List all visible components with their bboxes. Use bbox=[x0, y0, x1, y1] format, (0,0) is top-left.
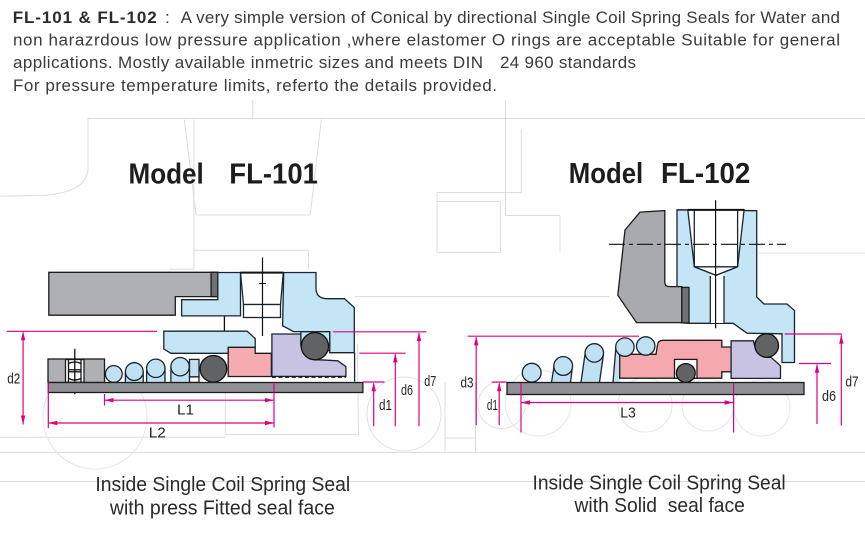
svg-text:d7: d7 bbox=[846, 374, 859, 391]
svg-text:d1: d1 bbox=[379, 397, 392, 414]
svg-text:Inside Single Coil Spring Seal: Inside Single Coil Spring Seal bbox=[533, 473, 786, 495]
svg-text:Model: Model bbox=[129, 159, 204, 191]
svg-text:Model: Model bbox=[569, 158, 643, 190]
svg-text:Inside Single Coil Spring Seal: Inside Single Coil Spring Seal bbox=[95, 474, 350, 496]
svg-text:d6: d6 bbox=[401, 382, 413, 399]
svg-text:FL-102: FL-102 bbox=[661, 158, 750, 190]
svg-text:applications. Mostly available: applications. Mostly available inmetric … bbox=[13, 53, 483, 72]
svg-text:d6: d6 bbox=[822, 388, 836, 405]
svg-text:d1: d1 bbox=[487, 397, 498, 414]
svg-text:A very simple version of Conic: A very simple version of Conical by dire… bbox=[181, 8, 840, 27]
svg-text:L1: L1 bbox=[177, 402, 194, 419]
svg-text:d2: d2 bbox=[7, 371, 20, 388]
svg-text:L3: L3 bbox=[620, 405, 636, 422]
svg-text:L2: L2 bbox=[149, 424, 166, 441]
svg-text:with press Fitted seal face: with press Fitted seal face bbox=[109, 497, 335, 519]
svg-text:with Solid seal face: with Solid seal face bbox=[574, 495, 745, 517]
svg-text::: : bbox=[165, 8, 170, 27]
svg-text:FL-101: FL-101 bbox=[229, 159, 318, 191]
svg-text:For pressure temperature limit: For pressure temperature limits, referto… bbox=[13, 76, 497, 95]
svg-text:FL-101 & FL-102: FL-101 & FL-102 bbox=[13, 8, 157, 27]
svg-text:d3: d3 bbox=[461, 374, 474, 391]
svg-text:non harazrdous low pressure ap: non harazrdous low pressure application … bbox=[13, 30, 840, 49]
svg-text:d7: d7 bbox=[424, 373, 436, 390]
svg-text:24 960 standards: 24 960 standards bbox=[500, 53, 636, 72]
